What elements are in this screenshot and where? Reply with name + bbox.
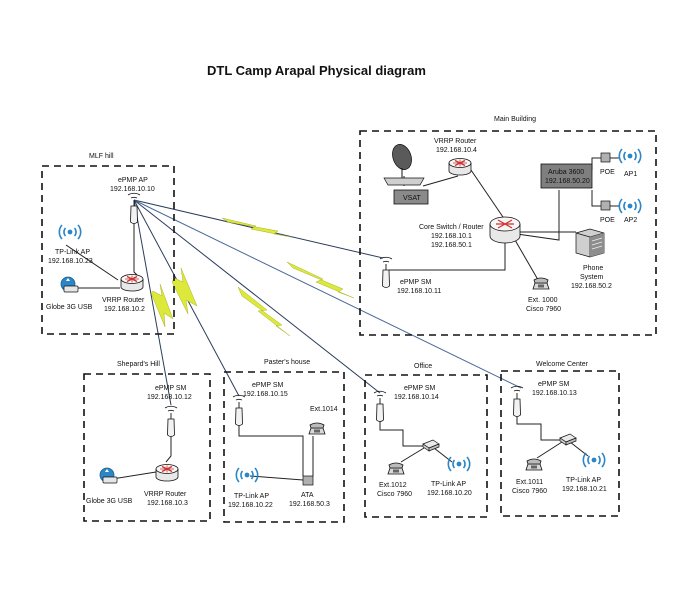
- site-label: Welcome Center: [536, 361, 589, 368]
- site-label: Shepard's Hill: [117, 361, 160, 368]
- epmp-ap-ip: 192.168.10.10: [110, 186, 155, 193]
- tplink-ip: 192.168.10.20: [427, 490, 472, 497]
- ap2-label: AP2: [624, 217, 637, 224]
- ext-label: Ext.1011: [516, 479, 543, 486]
- ext-label: Ext.1014: [310, 406, 338, 413]
- ext-label: Ext. 1000: [528, 297, 558, 304]
- epmp-ap-label: ePMP AP: [118, 177, 148, 184]
- wifi-icon: [58, 224, 82, 240]
- site-mlf-hill: MLF hill ePMP AP 192.168.10.10 TP-Link A…: [41, 153, 175, 335]
- phone-system-label-2: System: [580, 274, 604, 281]
- antenna-icon: [373, 390, 387, 422]
- diagram-title: DTL Camp Arapal Physical diagram: [207, 63, 426, 78]
- wireless-links: [133, 199, 522, 406]
- tplink-label: TP-Link AP: [566, 477, 601, 484]
- usb-modem-icon: [99, 467, 118, 484]
- ata-label: ATA: [301, 492, 314, 499]
- tplink-ip: 192.168.10.22: [228, 502, 273, 509]
- router-icon: [120, 273, 144, 292]
- tplink-ip: 192.168.10.23: [48, 258, 93, 265]
- aruba-controller: [540, 163, 593, 189]
- antenna-icon: [164, 405, 178, 437]
- site-shepards-hill: Shepard's Hill ePMP SM 192.168.10.12 Glo…: [83, 361, 211, 522]
- ata-ip: 192.168.50.3: [289, 501, 330, 508]
- vrrp-router-label: VRRP Router: [434, 138, 477, 145]
- ata-adapter: [302, 475, 314, 486]
- epmp-sm-label: ePMP SM: [155, 385, 187, 392]
- wifi-icon: [618, 198, 642, 214]
- epmp-sm-ip: 192.168.10.13: [532, 390, 577, 397]
- site-label: Office: [414, 363, 432, 370]
- epmp-sm-label: ePMP SM: [400, 279, 432, 286]
- epmp-sm-ip: 192.168.10.11: [397, 288, 441, 295]
- epmp-sm-label: ePMP SM: [538, 381, 570, 388]
- antenna-icon: [379, 256, 393, 288]
- antenna-icon: [232, 394, 246, 426]
- core-ip-2: 192.168.50.1: [431, 242, 472, 249]
- router-icon: [155, 463, 179, 482]
- ext-label: Ext.1012: [379, 482, 407, 489]
- core-ip-1: 192.168.10.1: [431, 233, 472, 240]
- switch-icon: [422, 439, 440, 452]
- ip-phone-icon: [525, 458, 543, 471]
- aruba-ip: 192.168.50.20: [545, 178, 590, 185]
- ext-model: Cisco 7960: [526, 306, 561, 313]
- vsat-label: VSAT: [403, 195, 421, 202]
- poe1-label: POE: [600, 169, 615, 176]
- poe2-label: POE: [600, 217, 615, 224]
- vrrp-ip: 192.168.10.2: [104, 306, 145, 313]
- epmp-sm-ip: 192.168.10.14: [394, 394, 439, 401]
- wireless-bolts: [150, 217, 355, 337]
- site-welcome-center: Welcome Center ePMP SM 192.168.10.13 Ext…: [500, 361, 620, 517]
- globe-label: Globe 3G USB: [86, 498, 133, 505]
- epmp-sm-label: ePMP SM: [404, 385, 436, 392]
- ap1-label: AP1: [624, 171, 637, 178]
- site-label: MLF hill: [89, 153, 114, 160]
- usb-modem-icon: [60, 276, 79, 293]
- switch-icon: [559, 433, 577, 446]
- site-pasters-house: Paster's house ePMP SM 192.168.10.15 Ext…: [223, 359, 345, 523]
- core-label: Core Switch / Router: [419, 224, 484, 231]
- tplink-label: TP-Link AP: [431, 481, 466, 488]
- phone-system-ip: 192.168.50.2: [571, 283, 612, 290]
- globe-label: Globe 3G USB: [46, 304, 93, 311]
- poe-injector-2: [600, 200, 611, 211]
- ip-phone-icon: [308, 422, 326, 435]
- vrrp-label: VRRP Router: [102, 297, 145, 304]
- wifi-icon: [447, 456, 471, 472]
- vrrp-label: VRRP Router: [144, 491, 187, 498]
- epmp-sm-ip: 192.168.10.15: [243, 391, 288, 398]
- wifi-icon: [235, 467, 259, 483]
- poe-injector-1: [600, 152, 611, 163]
- antenna-icon: [510, 385, 524, 417]
- satellite-dish-icon: [383, 144, 425, 186]
- tplink-label: TP-Link AP: [55, 249, 90, 256]
- vsat-modem: [393, 189, 429, 205]
- epmp-sm-label: ePMP SM: [252, 382, 284, 389]
- site-main-building: Main Building VSAT VRRP Router 192.168.1…: [359, 116, 657, 336]
- ext-model: Cisco 7960: [377, 491, 412, 498]
- tplink-label: TP-Link AP: [234, 493, 269, 500]
- router-icon: [448, 157, 472, 176]
- site-label: Paster's house: [264, 359, 310, 366]
- phone-system-label-1: Phone: [583, 265, 603, 272]
- site-office: Office ePMP SM 192.168.10.14 Ext.1012 Ci…: [364, 363, 488, 518]
- ip-phone-icon: [387, 462, 405, 475]
- epmp-sm-ip: 192.168.10.12: [147, 394, 192, 401]
- vrrp-ip: 192.168.10.3: [147, 500, 188, 507]
- aruba-label: Aruba 3600: [548, 169, 584, 176]
- wifi-icon: [618, 148, 642, 164]
- site-label: Main Building: [494, 116, 536, 123]
- phone-system-server-icon: [575, 228, 605, 258]
- ext-model: Cisco 7960: [512, 488, 547, 495]
- vrrp-router-ip: 192.168.10.4: [436, 147, 477, 154]
- core-switch-icon: [489, 216, 521, 244]
- ip-phone-icon: [532, 277, 550, 290]
- tplink-ip: 192.168.10.21: [562, 486, 607, 493]
